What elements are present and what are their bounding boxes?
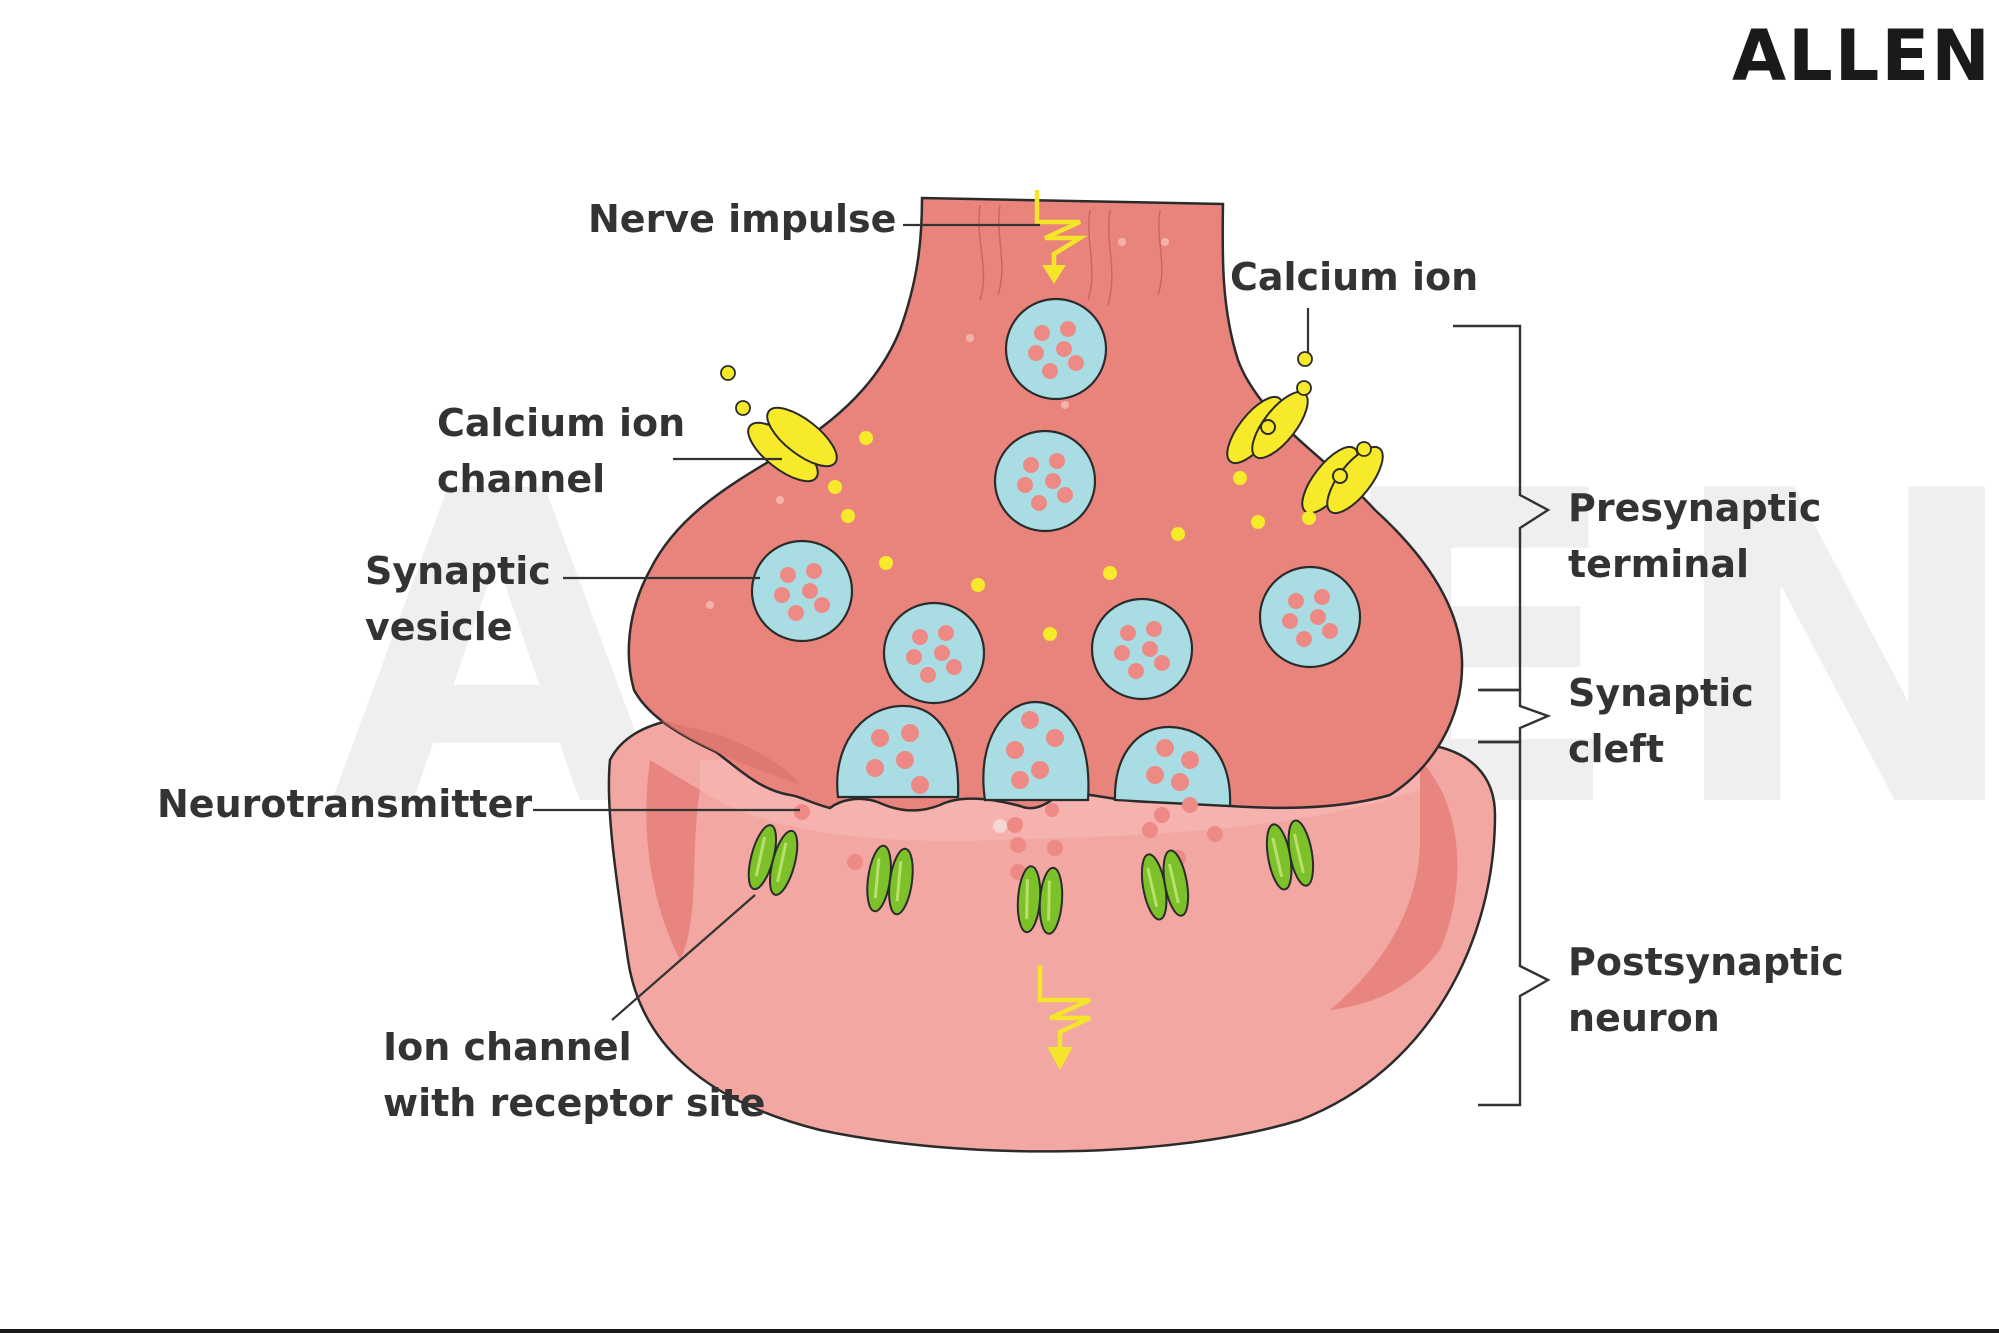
brand-logo: ALLEN xyxy=(1732,15,1992,97)
label-calcium-channel-1: Calcium ion xyxy=(437,401,685,445)
calcium-ion xyxy=(1251,515,1265,529)
ion-channel-icon xyxy=(1301,445,1384,515)
calcium-ions xyxy=(828,431,1316,641)
calcium-ion xyxy=(971,578,985,592)
bracket-postsynaptic xyxy=(1478,740,1551,1107)
calcium-ion xyxy=(828,480,842,494)
fusing-vesicles xyxy=(836,700,1232,808)
label-nerve-impulse: Nerve impulse xyxy=(588,197,896,241)
lightning-arrow-icon xyxy=(1034,190,1088,284)
synaptic-vesicles xyxy=(750,297,1362,705)
label-calcium-ion: Calcium ion xyxy=(1230,255,1478,299)
lightning-arrow-icon xyxy=(1037,965,1091,1071)
calcium-ion xyxy=(1171,527,1185,541)
label-synaptic-vesicle-2: vesicle xyxy=(365,605,513,649)
receptor-channel-icon xyxy=(1265,819,1315,891)
label-synaptic-vesicle-1: Synaptic xyxy=(365,549,551,593)
receptor-channel-icon xyxy=(866,844,914,916)
label-postsynaptic-1: Postsynaptic xyxy=(1568,940,1844,984)
calcium-ion xyxy=(1233,471,1247,485)
receptor-channel-icon xyxy=(1140,849,1190,921)
label-synaptic-cleft-2: cleft xyxy=(1568,727,1664,771)
calcium-ion xyxy=(1043,627,1057,641)
synaptic-vesicle xyxy=(1258,565,1362,669)
label-ion-channel-1: Ion channel xyxy=(383,1025,632,1069)
synaptic-vesicle xyxy=(882,601,986,705)
calcium-ion xyxy=(879,556,893,570)
calcium-ion xyxy=(859,431,873,445)
label-presynaptic-1: Presynaptic xyxy=(1568,486,1821,530)
bottom-rule xyxy=(0,1329,1999,1333)
label-neurotransmitter: Neurotransmitter xyxy=(157,782,532,826)
ion-channel-icon xyxy=(747,406,838,483)
cytoplasm-particles xyxy=(706,238,1169,609)
label-calcium-channel-2: channel xyxy=(437,457,605,501)
synaptic-vesicle xyxy=(1004,297,1108,401)
synaptic-vesicle xyxy=(750,539,854,643)
label-presynaptic-2: terminal xyxy=(1568,542,1749,586)
receptor-channel-icon xyxy=(747,824,799,896)
receptor-channel-icon xyxy=(1016,865,1064,935)
label-synaptic-cleft-1: Synaptic xyxy=(1568,671,1754,715)
leader-lines xyxy=(533,223,1310,1021)
calcium-ions-outside xyxy=(720,351,1372,457)
label-ion-channel-2: with receptor site xyxy=(383,1081,765,1125)
calcium-ion xyxy=(1302,511,1316,525)
calcium-ion xyxy=(1103,566,1117,580)
calcium-ion xyxy=(841,509,855,523)
receptor-channels xyxy=(747,819,1315,935)
calcium-ion-channels xyxy=(747,390,1384,515)
label-postsynaptic-2: neuron xyxy=(1568,996,1720,1040)
synaptic-vesicle xyxy=(1090,597,1194,701)
synaptic-vesicle xyxy=(993,429,1097,533)
